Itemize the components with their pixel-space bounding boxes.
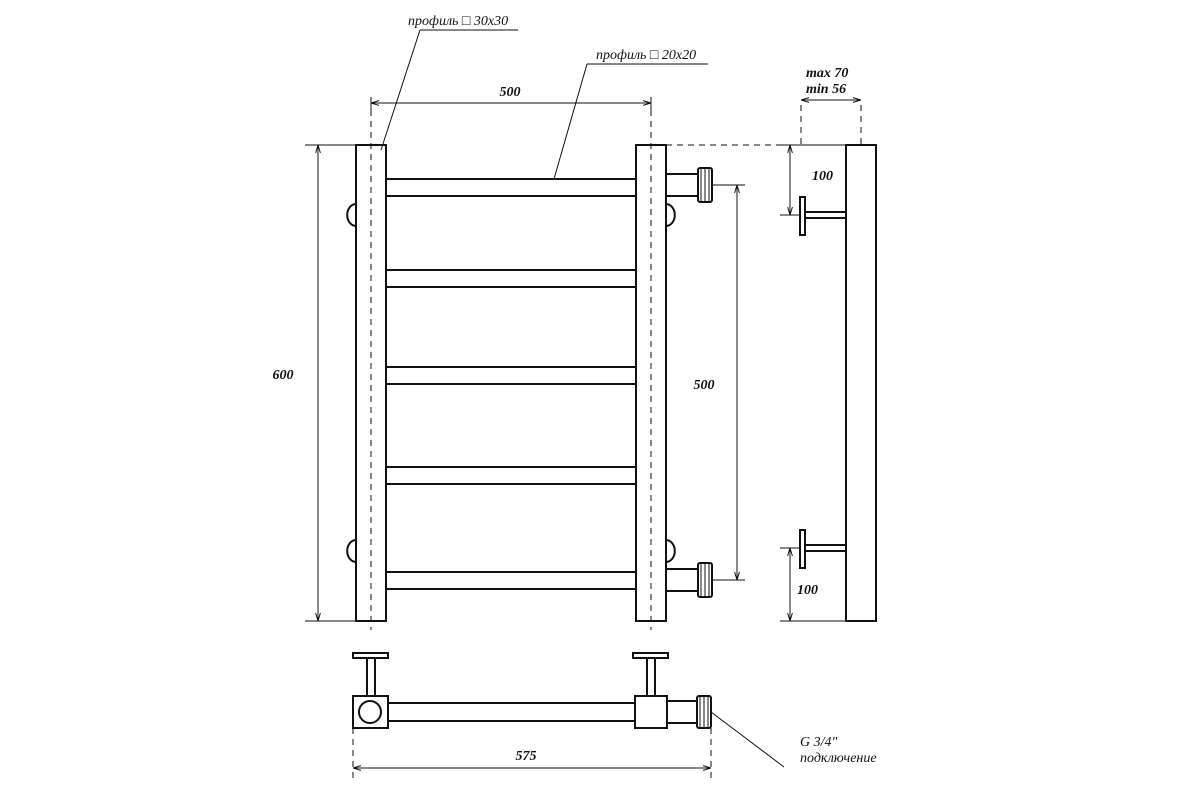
side-bracket-top bbox=[799, 196, 847, 236]
depth-max-label: max 70 bbox=[806, 66, 848, 81]
top-right-post bbox=[634, 695, 668, 729]
dim-offset-top: 100 bbox=[780, 144, 846, 216]
dim-height: 600 bbox=[273, 144, 356, 622]
connection-label-2: подключение bbox=[800, 751, 877, 766]
rung bbox=[385, 466, 637, 485]
bracket-bump bbox=[665, 539, 676, 563]
rung bbox=[385, 366, 637, 385]
dim-width-label: 500 bbox=[500, 85, 521, 100]
side-post bbox=[845, 144, 877, 622]
left-post bbox=[355, 144, 387, 622]
bracket-bump bbox=[346, 203, 357, 227]
rung bbox=[385, 571, 637, 590]
dim-offset-bottom: 100 bbox=[780, 547, 846, 622]
profile-post-callout: профиль □ 30х30 bbox=[380, 14, 518, 151]
rungs bbox=[385, 178, 637, 590]
offset-bottom-label: 100 bbox=[797, 583, 818, 598]
total-width-label: 575 bbox=[516, 749, 537, 764]
connection-label-1: G 3/4" bbox=[800, 735, 838, 750]
dim-width: 500 bbox=[370, 85, 652, 112]
top-rung bbox=[387, 702, 636, 722]
dim-axis: 500 bbox=[694, 184, 745, 581]
offset-top-label: 100 bbox=[812, 169, 833, 184]
top-view: 575 G 3/4" подключение bbox=[352, 652, 877, 780]
profile-rung-callout: профиль □ 20х20 bbox=[553, 48, 708, 180]
profile-rung-label: профиль □ 20х20 bbox=[596, 48, 696, 63]
right-post bbox=[635, 144, 667, 622]
dim-depth: max 70 min 56 bbox=[801, 66, 861, 100]
side-view: max 70 min 56 100 100 bbox=[780, 66, 877, 622]
connection-callout: G 3/4" подключение bbox=[710, 711, 877, 768]
dim-axis-label: 500 bbox=[694, 378, 715, 393]
side-bracket-bottom bbox=[799, 529, 847, 569]
bracket-bump bbox=[346, 539, 357, 563]
depth-min-label: min 56 bbox=[806, 82, 846, 97]
bracket-bump bbox=[665, 203, 676, 227]
profile-post-label: профиль □ 30х30 bbox=[408, 14, 508, 29]
dim-height-label: 600 bbox=[273, 368, 294, 383]
fitting-bottom bbox=[665, 562, 713, 598]
front-view: 500 600 500 профиль □ 30х30 профиль □ 20… bbox=[273, 14, 846, 630]
rung bbox=[385, 269, 637, 288]
pipe-end-circle bbox=[358, 700, 382, 724]
rung bbox=[385, 178, 637, 197]
fitting-top bbox=[665, 167, 713, 203]
dim-total-width: 575 bbox=[352, 728, 712, 780]
